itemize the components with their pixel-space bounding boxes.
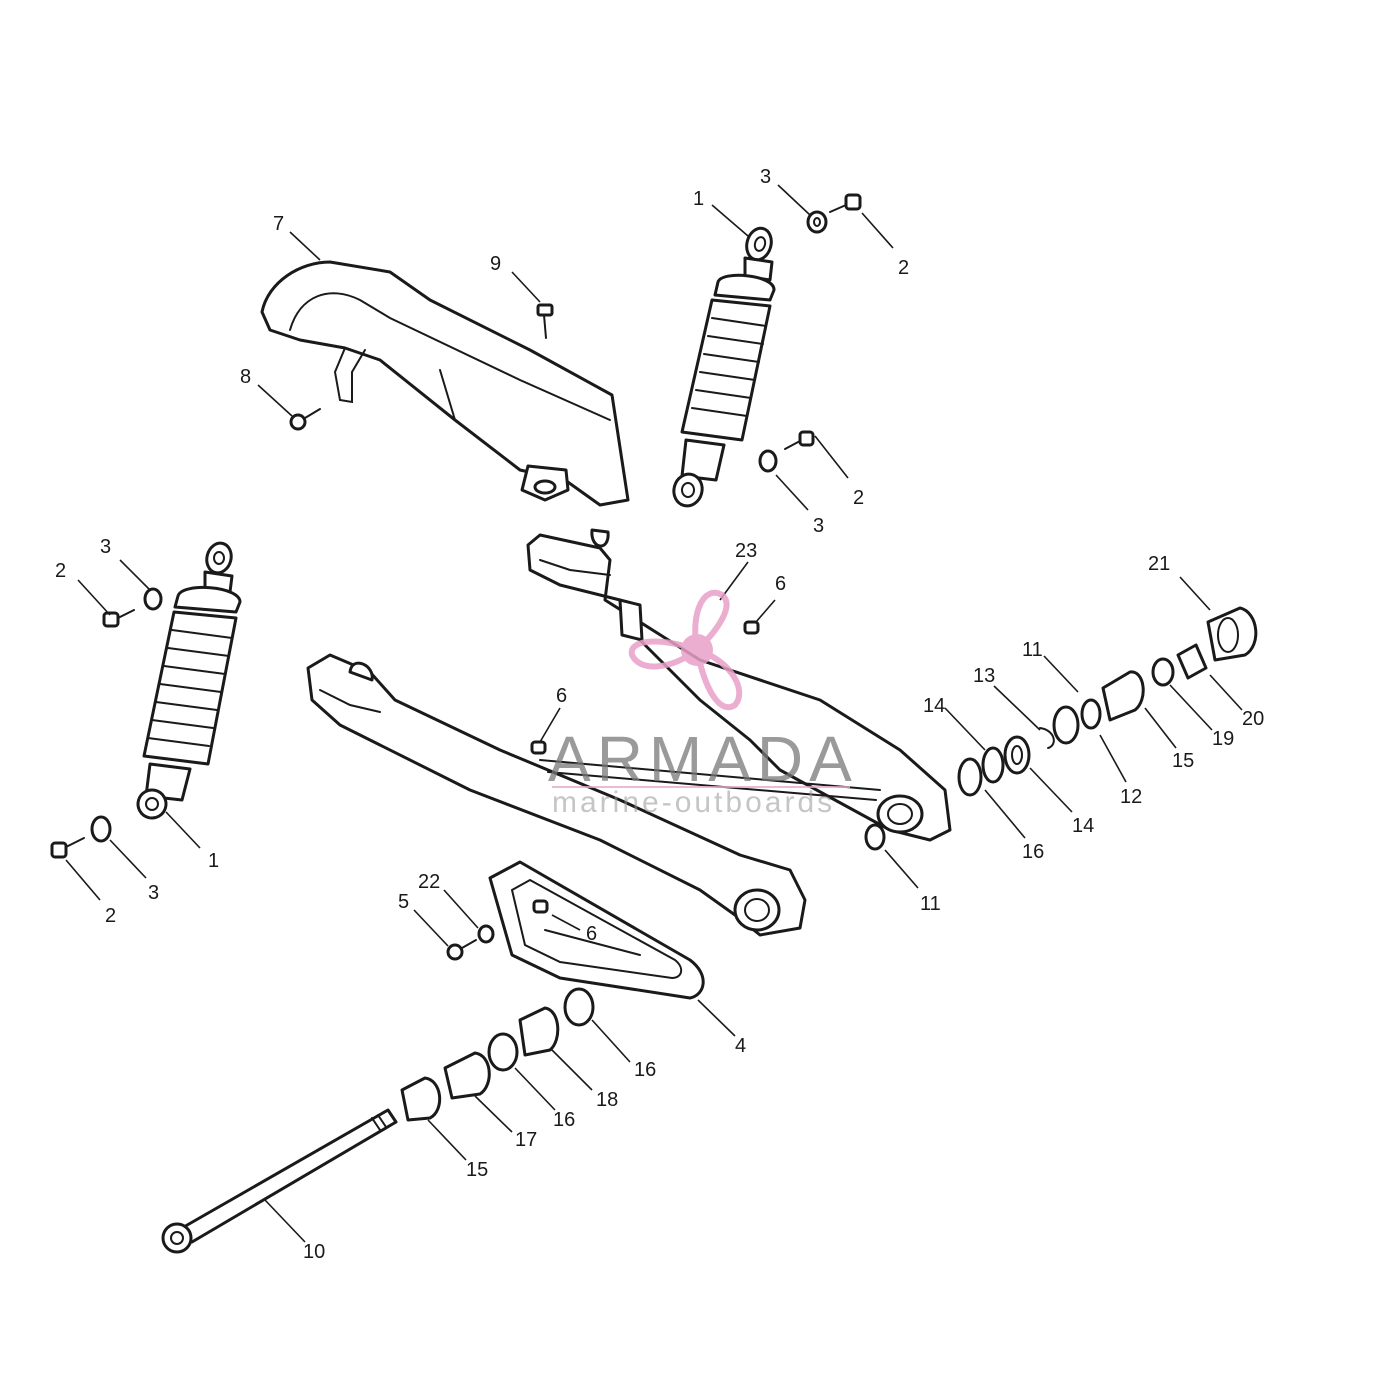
nut-6-lower [532,899,549,914]
callout: 21 [1148,553,1170,575]
callout: 12 [1120,786,1142,808]
callout: 9 [490,253,501,275]
callout: 10 [303,1241,325,1263]
bolt-9 [536,303,554,339]
callout: 18 [596,1089,618,1111]
callout: 17 [515,1129,537,1151]
callout: 2 [105,905,116,927]
bolt-8 [289,408,321,431]
nut-6-middle [530,740,547,755]
shock-absorber-right [672,226,776,508]
callout: 2 [898,257,909,279]
callout: 2 [853,487,864,509]
pivot-hardware-right [957,606,1258,797]
callout: 1 [208,850,219,872]
callout: 2 [55,560,66,582]
callout: 6 [586,923,597,945]
leader-lines [65,184,1243,1243]
nut-22 [477,924,495,944]
callout: 14 [923,695,945,717]
callout: 16 [553,1109,575,1131]
callout: 22 [418,871,440,893]
propeller-icon [628,590,743,710]
chain-guard [260,260,630,507]
callout: 15 [1172,750,1194,772]
callout: 20 [1242,708,1264,730]
callout: 13 [973,665,995,687]
bolt-2-upper-right [829,193,862,213]
callout: 4 [735,1035,746,1057]
callout: 6 [556,685,567,707]
callout: 11 [920,893,941,915]
bolt-2-lower-right [784,430,815,450]
callout: 19 [1212,728,1234,750]
bolt-2-lower-left [50,837,85,859]
callout: 7 [273,213,284,235]
callout: 8 [240,366,251,388]
callout: 16 [634,1059,656,1081]
callout: 1 [693,188,704,210]
watermark-brand: ARMADA [548,723,858,795]
bolt-5 [446,939,477,961]
washer-3-upper-left [143,587,163,611]
callout: 6 [775,573,786,595]
callout: 23 [735,540,757,562]
watermark-tagline: marine-outboards [552,786,836,819]
shock-absorber-left [136,541,242,820]
callout: 3 [760,166,771,188]
washer-3-lower-left [90,815,112,843]
washer-3-upper-right [806,210,828,234]
callout-labels: 7 9 8 1 3 2 2 3 3 2 1 3 2 23 6 6 21 11 1… [55,166,1264,1263]
callout: 3 [813,515,824,537]
nut-6-upper [743,620,760,635]
pivot-shaft [161,1108,398,1254]
callout: 15 [466,1159,488,1181]
callout: 14 [1072,815,1094,837]
washer-3-lower-right [758,449,778,473]
callout: 3 [148,882,159,904]
callout: 16 [1022,841,1044,863]
pivot-hardware-left [400,987,595,1122]
watermark-divider [552,786,850,788]
bolt-2-upper-left [102,609,135,628]
bushing-11-lower [864,823,886,851]
chain-case-lower [488,860,705,1000]
callout: 3 [100,536,111,558]
callout: 5 [398,891,409,913]
callout: 11 [1022,639,1043,661]
